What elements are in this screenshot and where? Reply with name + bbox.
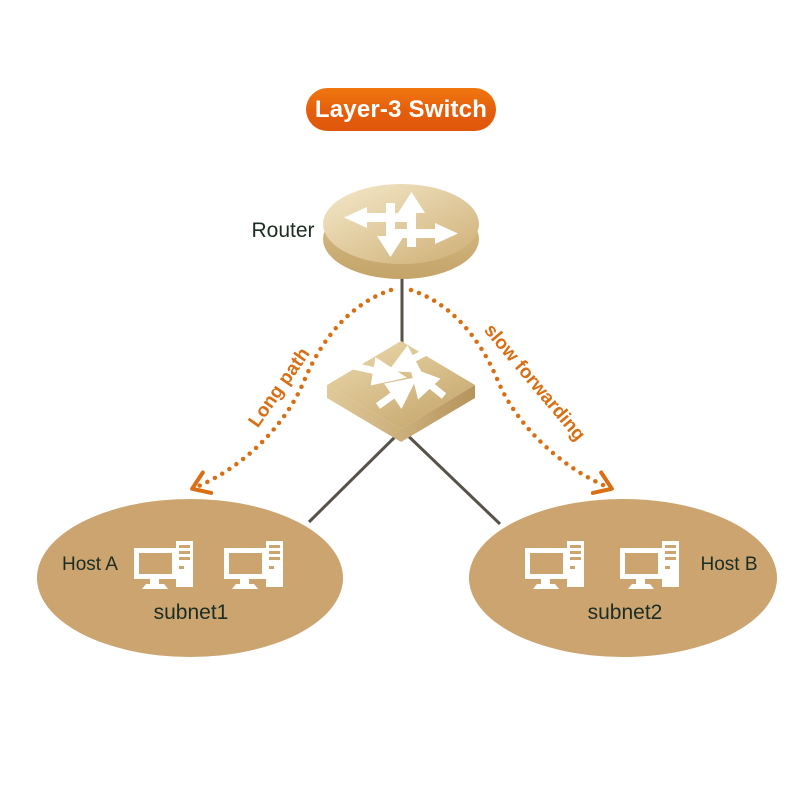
router-label: Router <box>251 219 315 242</box>
host-b-label: Host B <box>700 554 758 575</box>
title-badge-label: Layer-3 Switch <box>314 95 488 123</box>
subnet2-label: subnet2 <box>587 601 663 624</box>
link-switch-subnet1 <box>307 428 404 524</box>
switch-icon <box>327 341 475 442</box>
slow-forwarding-dotted-arrow <box>408 287 614 495</box>
long-path-dotted-arrow <box>190 287 394 495</box>
router-icon <box>323 184 479 279</box>
title-badge: Layer-3 Switch <box>306 88 496 131</box>
host-a-label: Host A <box>62 554 118 575</box>
subnet1-label: subnet1 <box>153 601 229 624</box>
link-switch-subnet2 <box>400 428 502 526</box>
